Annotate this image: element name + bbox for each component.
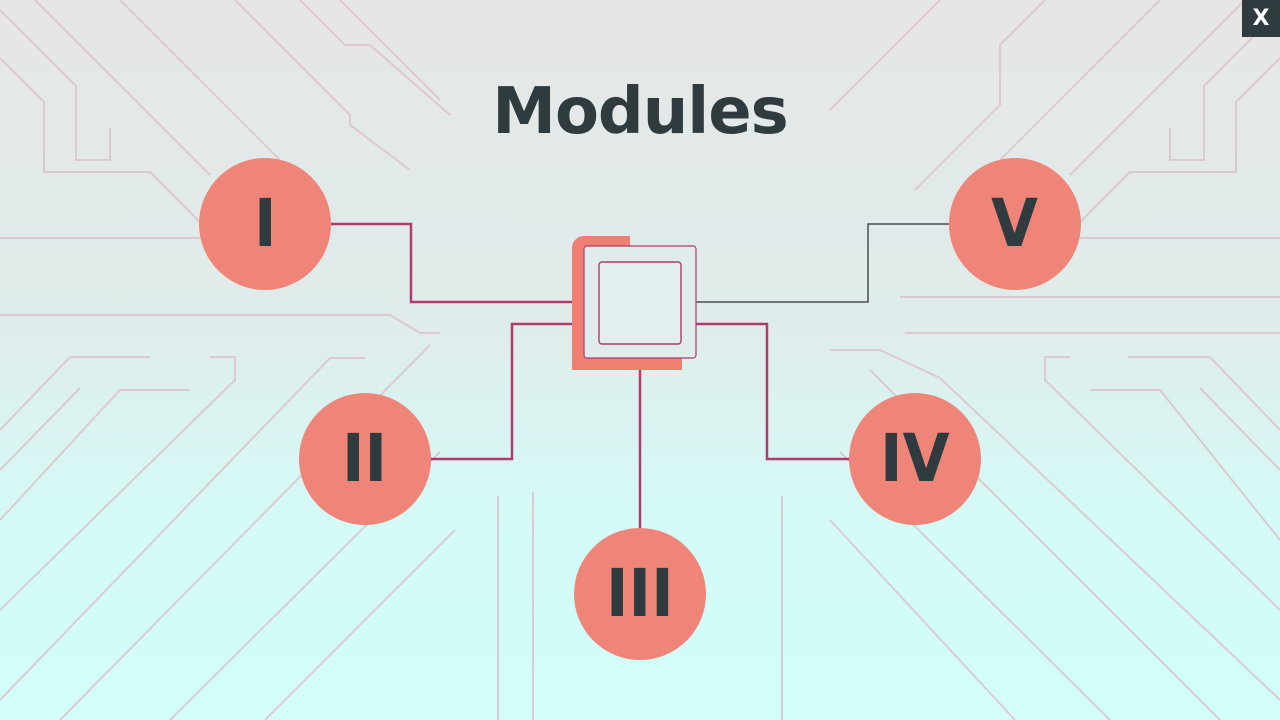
close-button[interactable]: X xyxy=(1242,0,1280,37)
connector-v xyxy=(696,223,950,303)
module-label: I xyxy=(253,185,277,262)
module-node-i[interactable]: I xyxy=(199,158,331,290)
connector-i xyxy=(330,222,585,304)
module-node-iv[interactable]: IV xyxy=(849,393,981,525)
module-label: IV xyxy=(880,420,950,497)
page-title: Modules xyxy=(492,75,788,149)
module-label: V xyxy=(991,185,1039,262)
module-node-ii[interactable]: II xyxy=(299,393,431,525)
module-node-iii[interactable]: III xyxy=(574,528,706,660)
module-label: III xyxy=(606,555,674,632)
module-label: II xyxy=(342,420,388,497)
hub-chip-icon xyxy=(572,236,697,370)
connector-ii xyxy=(430,322,585,461)
connector-iv xyxy=(696,322,850,461)
module-node-v[interactable]: V xyxy=(949,158,1081,290)
